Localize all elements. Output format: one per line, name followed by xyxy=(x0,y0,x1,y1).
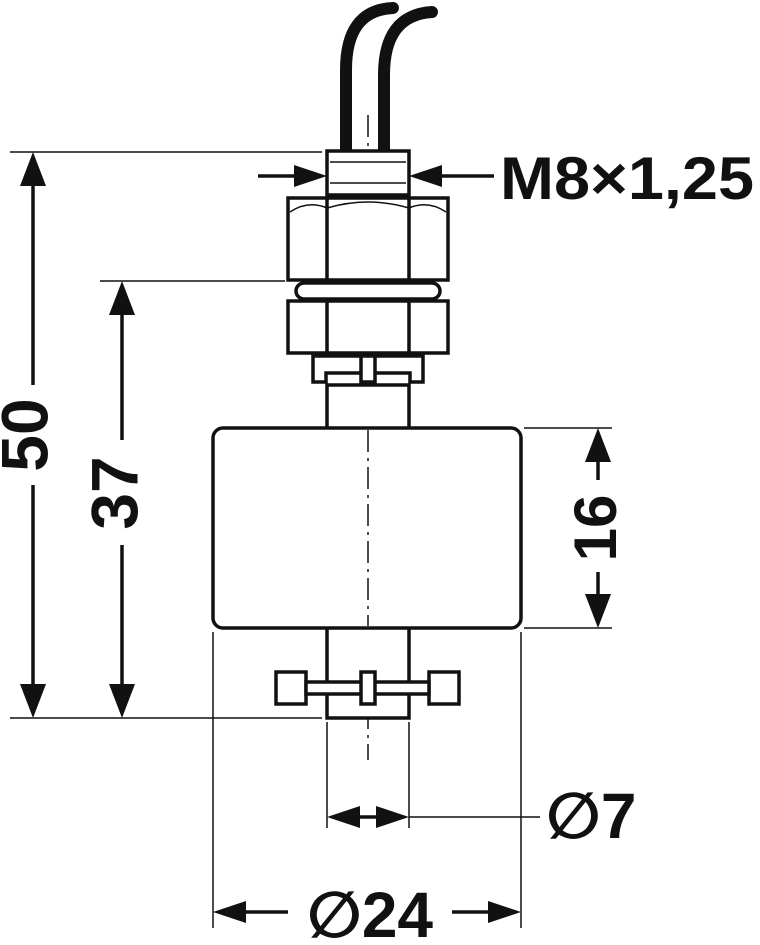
dimension-float-diameter: ∅24 xyxy=(212,632,522,945)
thread-stud xyxy=(325,149,411,197)
dimension-nut-height: 37 xyxy=(77,280,285,718)
bottom-retaining-clip xyxy=(274,670,461,706)
dimension-thread: M8×1,25 xyxy=(258,145,754,212)
cable-pair xyxy=(340,2,438,156)
dimension-stem-diameter: ∅7 xyxy=(326,722,636,852)
label-nut-height: 37 xyxy=(77,456,151,529)
dimension-float-height: 16 xyxy=(524,427,629,629)
label-total-height: 50 xyxy=(0,398,61,471)
label-stem-diameter: ∅7 xyxy=(546,780,636,852)
upper-stop-clip xyxy=(311,354,425,384)
lower-nut xyxy=(286,299,450,355)
label-float-height: 16 xyxy=(562,495,629,562)
label-thread: M8×1,25 xyxy=(500,145,754,212)
hex-nut xyxy=(286,196,450,282)
washer xyxy=(294,281,442,301)
dimension-total-height: 50 xyxy=(0,151,322,719)
label-float-diameter: ∅24 xyxy=(307,879,433,945)
float-body xyxy=(211,426,523,630)
